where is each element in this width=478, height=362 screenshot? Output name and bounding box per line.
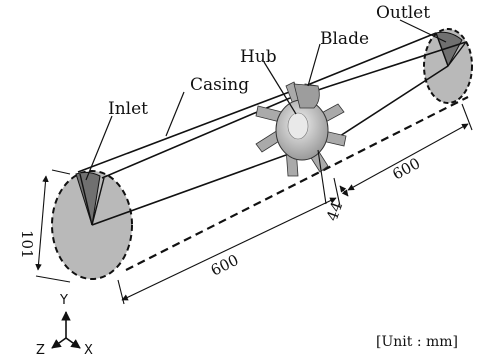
hub-leader (263, 61, 297, 115)
blade-width-dimension (317, 149, 349, 205)
axis-triad (51, 311, 81, 349)
blade-width-value: 44 (323, 199, 346, 223)
casing-label: Casing (190, 75, 249, 95)
inlet-length-dimension (117, 177, 341, 305)
outlet-label: Outlet (376, 3, 430, 23)
axis-x-label: X (84, 343, 93, 358)
inlet-leader (85, 115, 113, 181)
rotor (255, 81, 347, 177)
blade-label: Blade (320, 29, 369, 49)
outlet-length-value: 600 (389, 154, 423, 183)
blade-sector (293, 83, 320, 109)
diameter-value: 101 (18, 230, 36, 259)
inlet-length-value: 600 (208, 251, 242, 280)
outlet-leader (399, 19, 447, 43)
blade-leader (307, 43, 321, 87)
unit-label: [Unit : mm] (376, 334, 458, 350)
inlet-label: Inlet (108, 99, 148, 119)
casing-leader (165, 91, 185, 137)
axis-y-label: Y (59, 293, 68, 308)
hub-label: Hub (240, 47, 277, 67)
outlet-length-dimension (347, 103, 473, 191)
diameter-dimension (35, 169, 71, 283)
axis-z-label: Z (36, 343, 45, 358)
